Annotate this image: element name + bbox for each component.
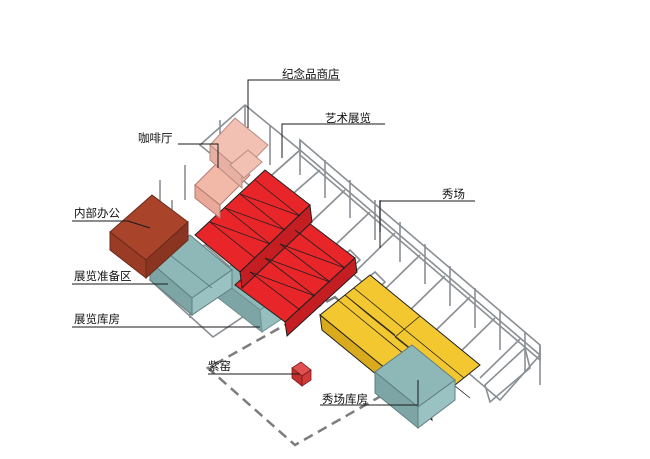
label-souvenir-shop: 纪念品商店 <box>282 67 340 81</box>
label-show-venue: 秀场 <box>442 187 465 201</box>
art-exhibition-block <box>194 169 358 338</box>
label-show-storage: 秀场库房 <box>322 392 368 406</box>
show-storage-block <box>374 344 456 430</box>
label-exhibition-storage: 展览库房 <box>74 312 120 326</box>
label-art-exhibition: 艺术展览 <box>325 111 371 125</box>
label-purple-room: 紫窑 <box>208 359 231 373</box>
purple-room-cube <box>291 361 312 387</box>
souvenir-shop-block <box>209 117 269 190</box>
label-internal-office: 内部办公 <box>74 206 120 220</box>
label-exhibition-prep: 展览准备区 <box>74 269 132 283</box>
label-cafe: 咖啡厅 <box>138 131 173 145</box>
leader-lines <box>72 79 475 406</box>
